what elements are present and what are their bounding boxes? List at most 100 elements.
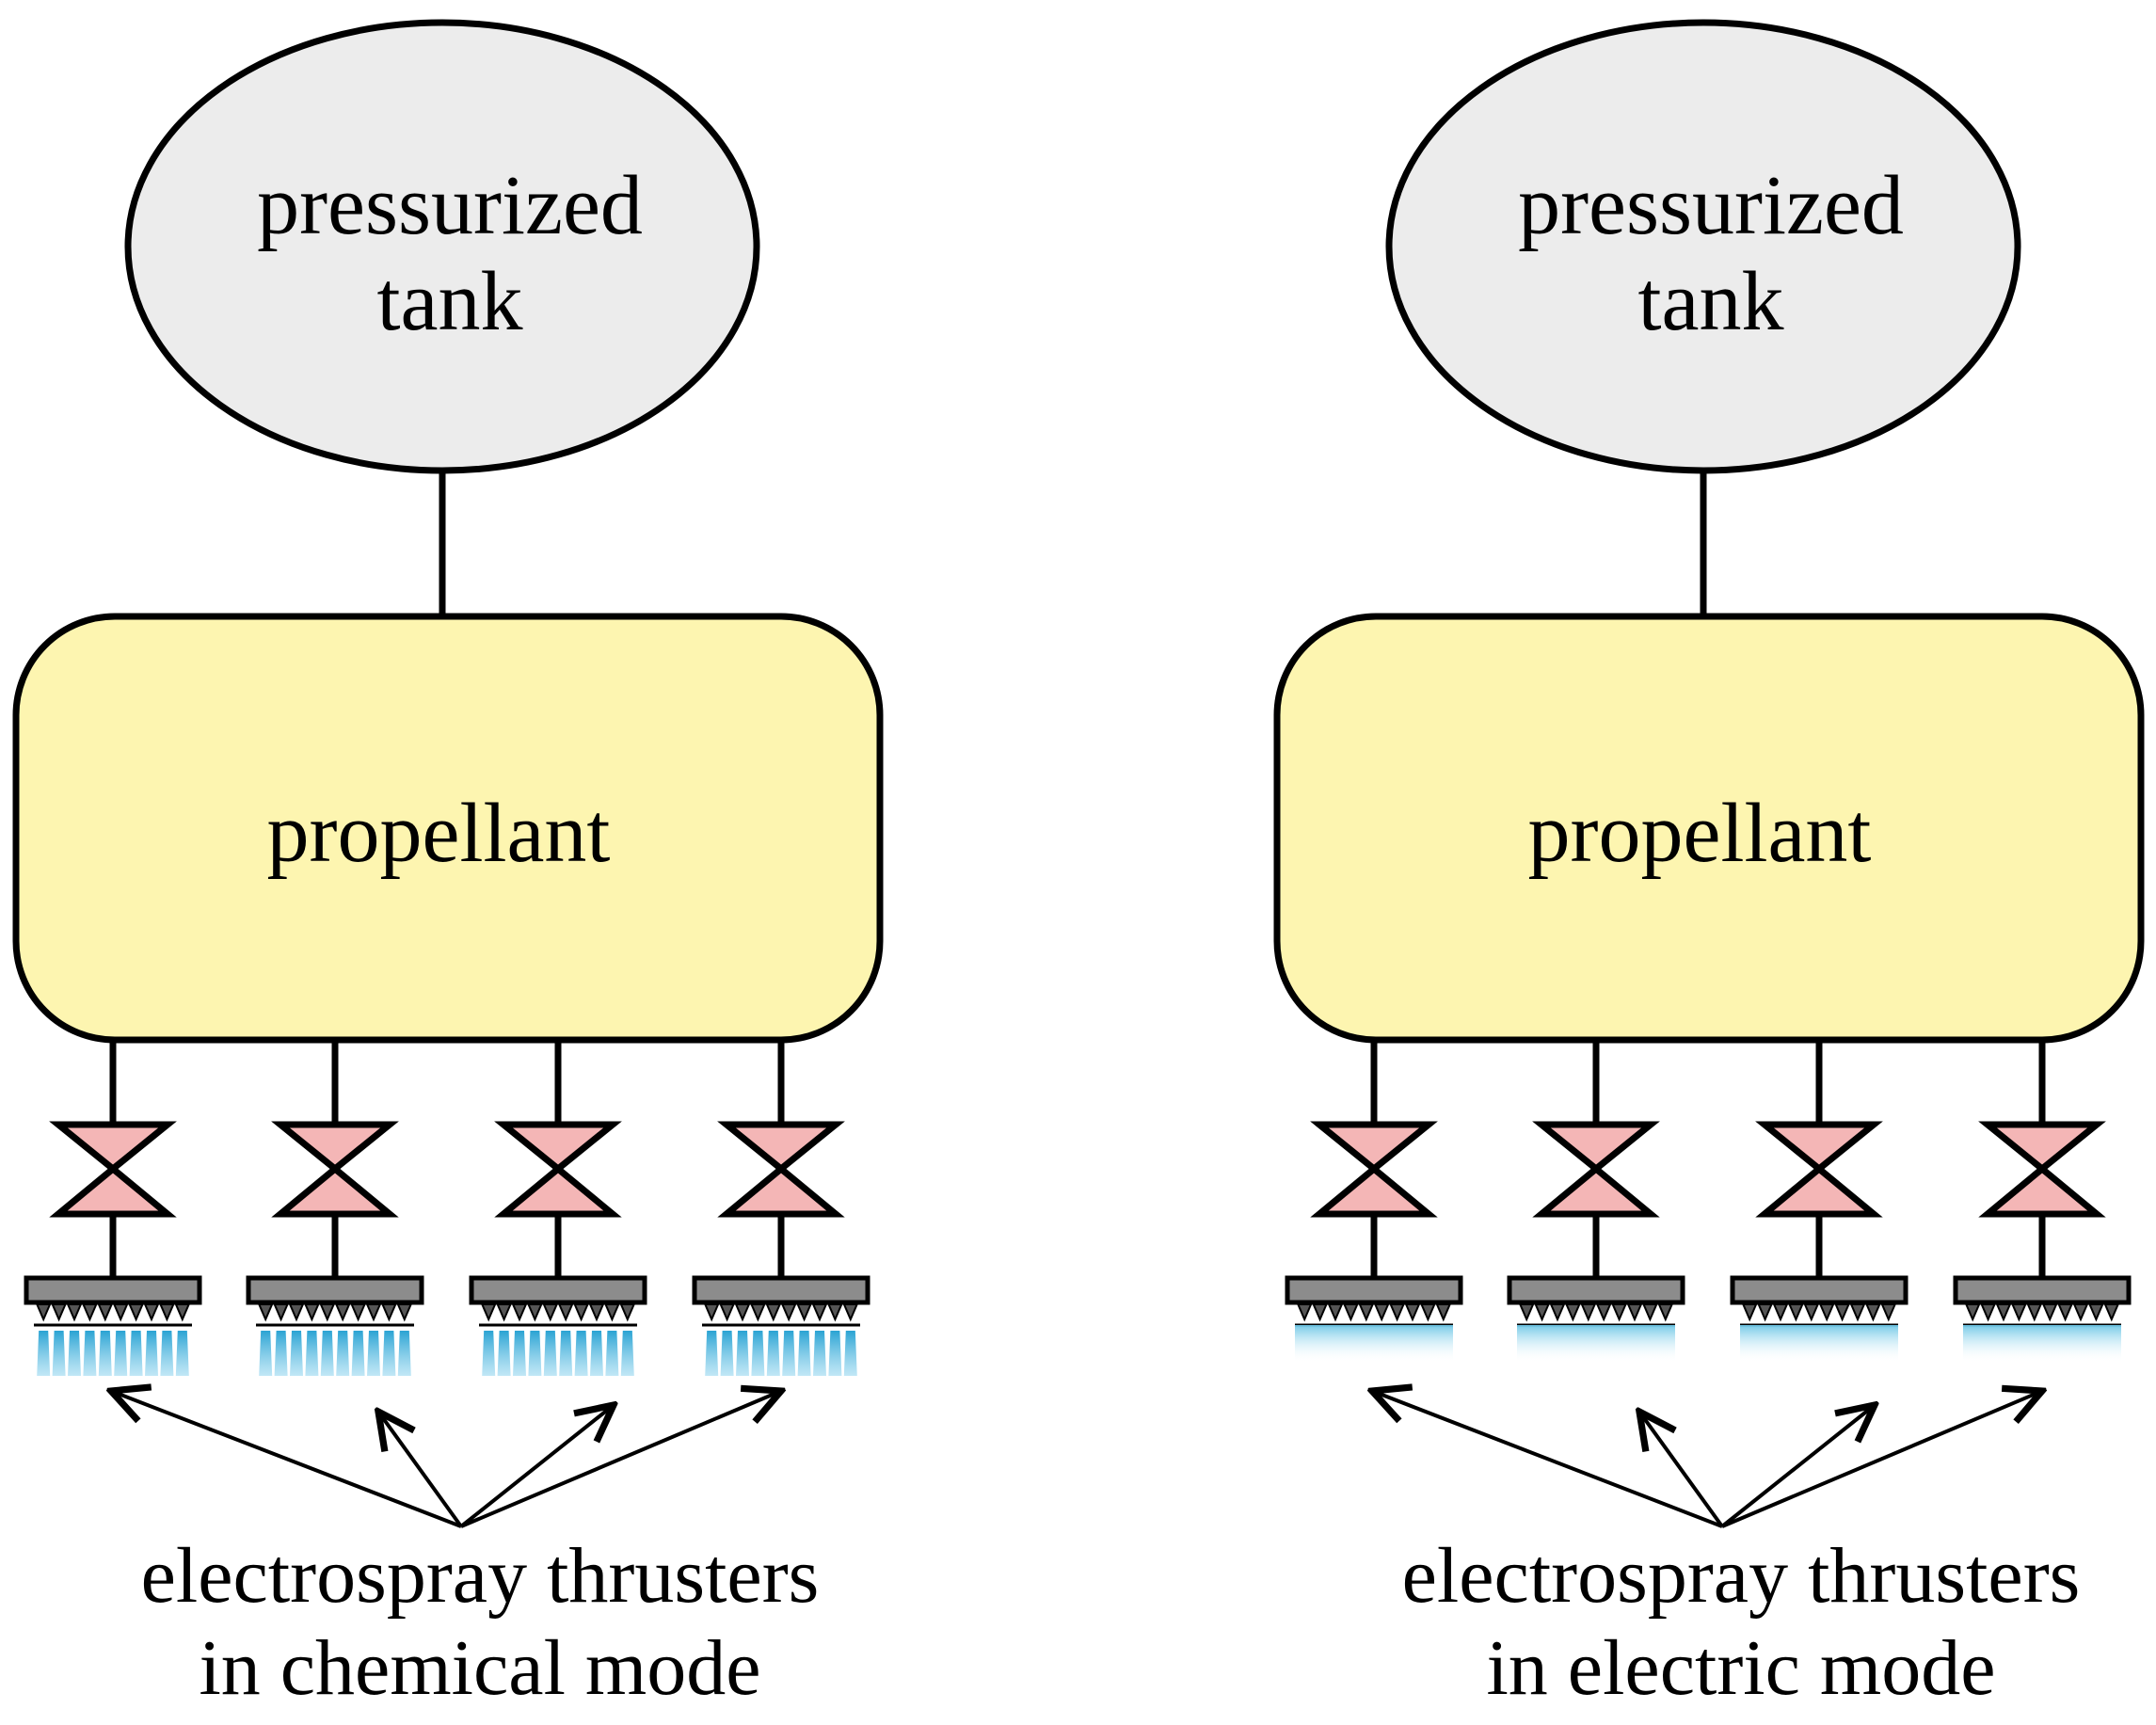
feed-lines [1370, 1040, 2046, 1278]
electrospray-thruster [1730, 1275, 1908, 1363]
emitter-tip [174, 1303, 191, 1322]
thrusters [24, 1275, 870, 1376]
spray-jet [705, 1331, 719, 1376]
valve-upper-triangle [1532, 1121, 1660, 1174]
emitter-tip [1995, 1303, 2012, 1322]
spray-jet [290, 1331, 303, 1376]
valve-upper-triangle [494, 1121, 622, 1174]
emitter-tip [842, 1303, 859, 1322]
emitter-tip [257, 1303, 274, 1322]
propellant-label: propellant [1528, 787, 1872, 880]
emitter-tip [51, 1303, 68, 1322]
emitter-tip [811, 1303, 828, 1322]
emitter-tip [2041, 1303, 2058, 1322]
thruster-plate [24, 1275, 202, 1305]
emitter-tip [81, 1303, 98, 1322]
spray-jet [605, 1331, 619, 1376]
thruster-plate [1285, 1275, 1463, 1305]
emitter-tip [526, 1303, 543, 1322]
electrospray-thruster [24, 1275, 202, 1376]
valve [717, 1121, 845, 1218]
spray-jet [513, 1331, 526, 1376]
valve-lower-triangle [1310, 1164, 1438, 1218]
thruster-plate [246, 1275, 424, 1305]
arrow-to-thruster-4 [460, 1391, 781, 1528]
emitter-tip [542, 1303, 559, 1322]
propellant-reservoir: propellant [12, 613, 884, 1044]
electrospray-thruster [692, 1275, 870, 1376]
emitter-tip [1534, 1303, 1551, 1322]
ion-beam-glow [1963, 1325, 2121, 1363]
emitter-tip [1296, 1303, 1313, 1322]
emitter-tip [1404, 1303, 1421, 1322]
valve [1755, 1121, 1883, 1218]
tank-label-line1: pressurized [1518, 159, 1904, 252]
emitter-tip [66, 1303, 83, 1322]
caption-line1: electrospray thrusters [141, 1532, 820, 1620]
valve [1310, 1121, 1438, 1218]
emitter-tip [303, 1303, 320, 1322]
emitter-tip [480, 1303, 497, 1322]
emitter-tip [826, 1303, 843, 1322]
arrow-to-thruster-1 [111, 1391, 462, 1528]
emitter-tip [334, 1303, 351, 1322]
emitter-tip [2010, 1303, 2027, 1322]
spray-jet [145, 1331, 158, 1376]
emitter-tip [1611, 1303, 1628, 1322]
arrow-to-thruster-2 [1639, 1412, 1724, 1528]
valve-lower-triangle [494, 1164, 622, 1218]
thruster-plate [1953, 1275, 2132, 1305]
caption-line1: electrospray thrusters [1402, 1532, 2081, 1620]
emitter-tip [1980, 1303, 1997, 1322]
emitter-tip [1358, 1303, 1375, 1322]
emitter-tip [765, 1303, 782, 1322]
emitter-tip [2072, 1303, 2089, 1322]
spray-jet [720, 1331, 734, 1376]
spray-jet [52, 1331, 66, 1376]
spray-jet [367, 1331, 380, 1376]
emitter-tip [749, 1303, 766, 1322]
spray-jet [114, 1331, 128, 1376]
propellant-box [12, 613, 884, 1044]
emitter-tip [2057, 1303, 2074, 1322]
valve [1978, 1121, 2106, 1218]
spray-jet [620, 1331, 634, 1376]
emitter-tip [588, 1303, 605, 1322]
emitter-tip [350, 1303, 367, 1322]
valve-upper-triangle [1310, 1121, 1438, 1174]
valve-lower-triangle [1755, 1164, 1883, 1218]
emitter-tip [1657, 1303, 1674, 1322]
spray-jet [382, 1331, 396, 1376]
spray-jet [482, 1331, 496, 1376]
valve-upper-triangle [1755, 1121, 1883, 1174]
emitter-tip [2103, 1303, 2120, 1322]
caption-line2: in chemical mode [199, 1624, 760, 1712]
emitter-tip [1787, 1303, 1804, 1322]
emitter-tip [1435, 1303, 1452, 1322]
emitter-tip [273, 1303, 290, 1322]
propellant-box [1273, 613, 2145, 1044]
panel-chemical: pressurized tank propellant electrospray… [12, 19, 884, 1712]
emitter-tip [1849, 1303, 1866, 1322]
spray-jet [797, 1331, 811, 1376]
spray-jet [305, 1331, 319, 1376]
emitter-tip [1419, 1303, 1436, 1322]
valve-upper-triangle [49, 1121, 177, 1174]
panel-electric: pressurized tank propellant electrospray… [1273, 19, 2145, 1712]
valves [1310, 1121, 2106, 1218]
valve-upper-triangle [271, 1121, 399, 1174]
emitter-tip [143, 1303, 160, 1322]
emitter-tip [97, 1303, 114, 1322]
emitter-tip [719, 1303, 736, 1322]
emitter-tip [1741, 1303, 1758, 1322]
emitter-tip [1803, 1303, 1820, 1322]
thrusters [1285, 1275, 2132, 1363]
emitter-tip [380, 1303, 397, 1322]
spray-jet [782, 1331, 796, 1376]
emitter-tip [1595, 1303, 1612, 1322]
emitter-tip [396, 1303, 413, 1322]
feed-lines [109, 1040, 785, 1278]
thruster-plate [1507, 1275, 1685, 1305]
emitter-tip [2026, 1303, 2043, 1322]
